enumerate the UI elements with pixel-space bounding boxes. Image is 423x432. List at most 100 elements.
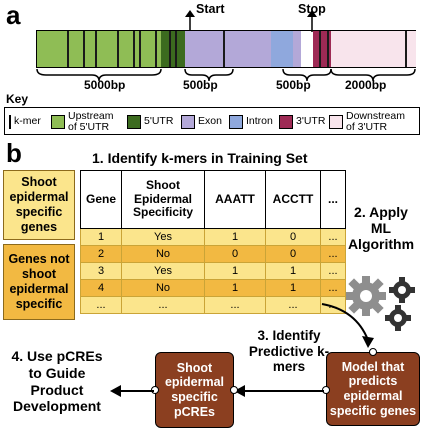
cell: 1 [204, 262, 266, 280]
cell: No [121, 245, 205, 263]
cell: 4 [80, 279, 122, 297]
start-label: Start [196, 2, 225, 16]
utr5-segment [161, 31, 185, 67]
cell: Yes [121, 228, 205, 246]
kmer-training-table: Gene Shoot Epidermal Specificity AAATT A… [80, 170, 346, 314]
kmer-mark [83, 31, 85, 67]
utr3-segment [313, 31, 331, 67]
table-row: 3 Yes 1 1 ... [80, 262, 346, 280]
key-legend: k-mer Upstream of 5'UTR 5'UTR Exon Intro… [4, 107, 420, 135]
exon-segment-1 [185, 31, 235, 67]
arrow-to-step4-icon [110, 385, 154, 397]
cell: 1 [204, 279, 266, 297]
cell: No [121, 279, 205, 297]
panel-a-letter: a [6, 0, 21, 30]
brace-downstream [330, 68, 416, 82]
arrow-to-model-icon [321, 303, 374, 348]
kmer-swatch [9, 115, 11, 129]
header-more: ... [320, 170, 346, 229]
kmer-mark [169, 31, 171, 67]
cell: 1 [265, 279, 321, 297]
cell: 0 [204, 245, 266, 263]
group-specific-genes: Shoot epidermal specific genes [3, 170, 75, 240]
key-utr5-label: 5'UTR [144, 115, 174, 128]
length-utr3: 500bp [276, 78, 311, 92]
key-utr3-label: 3'UTR [296, 115, 326, 128]
gene-structure-bar [36, 30, 416, 68]
utr5-swatch [127, 115, 141, 129]
stop-arrow-icon [307, 10, 317, 32]
table-row: 1 Yes 1 0 ... [80, 228, 346, 246]
kmer-mark [133, 31, 135, 67]
kmer-mark [405, 31, 407, 67]
gears-icon [346, 276, 415, 331]
panel-b-letter: b [6, 138, 22, 168]
key-upstream-label: Upstream of 5'UTR [68, 110, 114, 134]
pcre-right-dot [230, 386, 238, 394]
intron-swatch [229, 115, 243, 129]
cell: ... [121, 296, 205, 314]
model-top-dot [369, 348, 377, 356]
downstream-segment [331, 31, 416, 67]
key-intron: Intron [229, 115, 273, 129]
cell: ... [80, 296, 122, 314]
table-row: 4 No 1 1 ... [80, 279, 346, 297]
model-box: Model that predicts epidermal specific g… [326, 352, 420, 426]
length-upstream: 5000bp [84, 78, 126, 92]
kmer-mark [139, 31, 141, 67]
arrow-model-to-pcre-icon [234, 385, 324, 397]
length-downstream: 2000bp [345, 78, 387, 92]
cell: 0 [265, 245, 321, 263]
cell: ... [265, 296, 321, 314]
exon-swatch [181, 115, 195, 129]
key-utr5: 5'UTR [127, 115, 173, 129]
cell: ... [320, 245, 346, 263]
key-exon-label: Exon [198, 115, 222, 128]
step3-title: 3. Identify Predictive k-mers [248, 328, 330, 375]
kmer-mark [175, 31, 177, 67]
header-aaatt: AAATT [204, 170, 266, 229]
brace-utr5 [184, 68, 234, 82]
intron-segment-2 [271, 31, 293, 67]
table-row: 2 No 0 0 ... [80, 245, 346, 263]
brace-upstream [36, 68, 162, 82]
kmer-mark [155, 31, 157, 67]
cell: 1 [265, 262, 321, 280]
downstream-swatch [329, 115, 343, 130]
start-arrow-icon [185, 10, 195, 32]
cell: ... [320, 228, 346, 246]
key-exon: Exon [181, 115, 222, 129]
key-downstream: Downstream of 3'UTR [329, 110, 416, 134]
step2-title: 2. Apply ML Algorithm [347, 204, 415, 253]
cell: ... [204, 296, 266, 314]
cell: 1 [204, 228, 266, 246]
header-specificity: Shoot Epidermal Specificity [121, 170, 205, 229]
key-title: Key [6, 92, 29, 106]
length-utr5: 500bp [183, 78, 218, 92]
group-not-specific-genes: Genes not shoot epidermal specific [3, 244, 75, 320]
kmer-mark [327, 31, 329, 67]
stop-label: Stop [298, 2, 326, 16]
key-kmer-label: k-mer [14, 115, 41, 128]
table-row: ... ... ... ... ... [80, 296, 346, 314]
key-kmer: k-mer [9, 115, 41, 129]
kmer-mark [117, 31, 119, 67]
kmer-mark [67, 31, 69, 67]
kmer-mark [319, 31, 321, 67]
header-acctt: ACCTT [265, 170, 321, 229]
cell: 2 [80, 245, 122, 263]
step4-title: 4. Use pCREs to Guide Product Developmen… [11, 348, 103, 415]
brace-utr3 [282, 68, 332, 82]
key-upstream: Upstream of 5'UTR [51, 110, 124, 134]
pcre-box: Shoot epidermal specific pCREs [155, 352, 234, 428]
utr3-swatch [279, 115, 293, 129]
upstream-segment [37, 31, 161, 67]
cell: 0 [265, 228, 321, 246]
key-downstream-label: Downstream of 3'UTR [346, 110, 405, 134]
cell: 3 [80, 262, 122, 280]
cell: Yes [121, 262, 205, 280]
key-utr3: 3'UTR [279, 115, 325, 129]
cell: 1 [80, 228, 122, 246]
upstream-swatch [51, 115, 65, 130]
header-gene: Gene [80, 170, 122, 229]
